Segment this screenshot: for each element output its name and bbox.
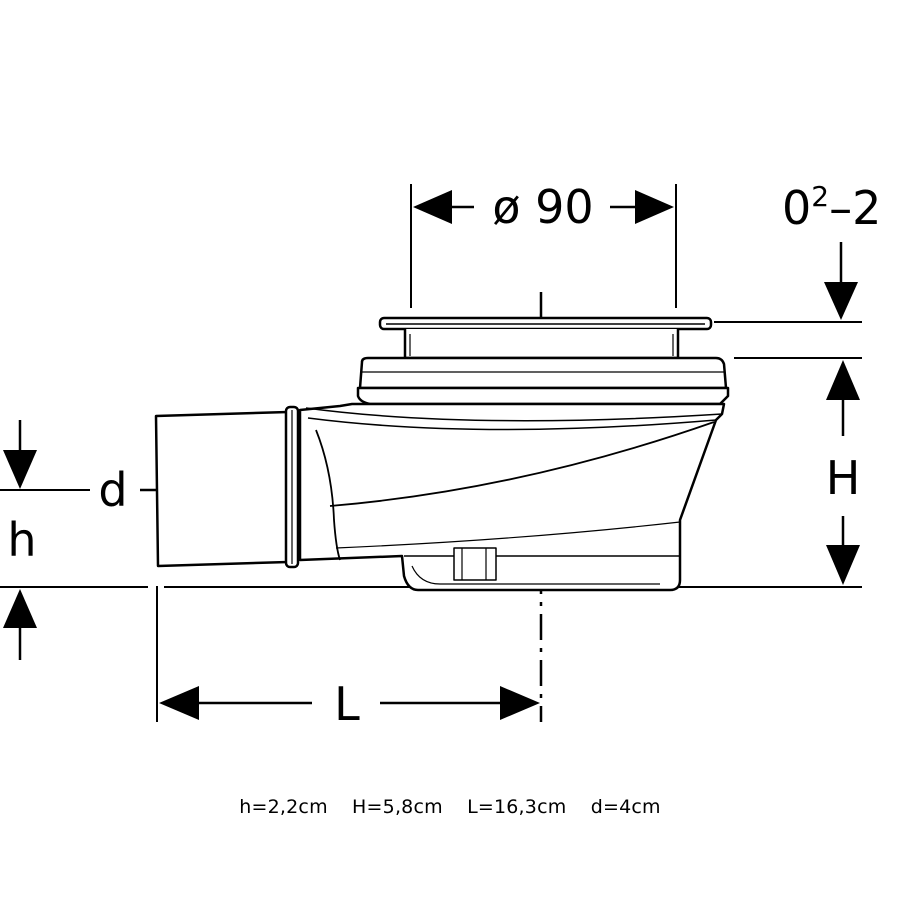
caption-L: L=16,3cm [467,796,567,818]
height-label: H [826,451,861,505]
flange-collar [358,356,728,390]
pipe-diameter-label: d [98,463,127,517]
diameter-label: ø 90 [492,180,593,234]
caption-d: d=4cm [590,796,661,818]
top-adjustment-label: 02–2 [782,180,881,235]
flange-rim [356,386,730,406]
outlet-pipe [154,410,290,568]
caption-h: h=2,2cm [239,796,328,818]
grate-neck [403,329,680,360]
height-dimension [826,360,860,585]
offset-label: h [7,513,36,567]
drain-body [154,316,730,592]
dimension-caption: h=2,2cm H=5,8cm L=16,3cm d=4cm [0,796,900,818]
offset-dimension [3,420,37,660]
bowl [298,402,726,592]
length-label: L [334,677,360,731]
length-dimension [159,686,540,720]
extension-lines [0,184,862,722]
diameter-dimension [413,190,674,224]
top-adjustment-arrow [824,242,858,320]
caption-H: H=5,8cm [352,796,443,818]
